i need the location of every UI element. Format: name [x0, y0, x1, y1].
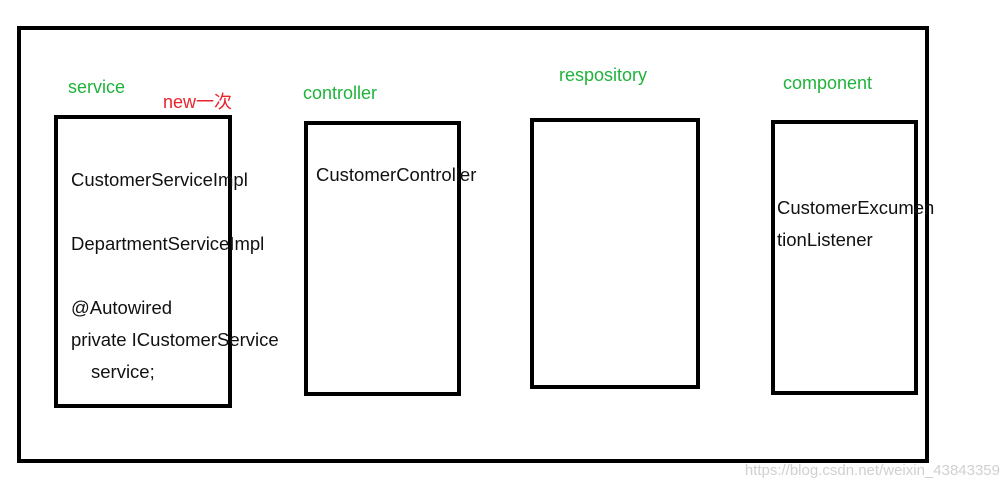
watermark: https://blog.csdn.net/weixin_43843359 [744, 462, 1000, 479]
repository-layer-label: respository [559, 65, 648, 85]
listener-text-line2: tionListener [777, 229, 873, 250]
field-declaration-text: private ICustomerService [71, 329, 279, 350]
outer-frame [17, 26, 929, 463]
autowired-annotation-text: @Autowired [71, 297, 173, 318]
controller-box [304, 121, 461, 396]
new-once-annotation: new一次 [163, 92, 233, 112]
listener-text-line1: CustomerExcumen [777, 197, 935, 218]
customer-controller-text: CustomerController [316, 164, 477, 185]
service-box [54, 115, 232, 408]
component-box [771, 120, 918, 395]
field-name-text: service; [91, 361, 155, 382]
service-layer-label: service [68, 77, 126, 97]
department-service-text: DepartmentServiceImpl [71, 233, 265, 254]
controller-layer-label: controller [303, 83, 378, 103]
repository-box [530, 118, 700, 389]
component-layer-label: component [783, 73, 873, 93]
service-impl-text: CustomerServiceImpl [71, 169, 248, 190]
